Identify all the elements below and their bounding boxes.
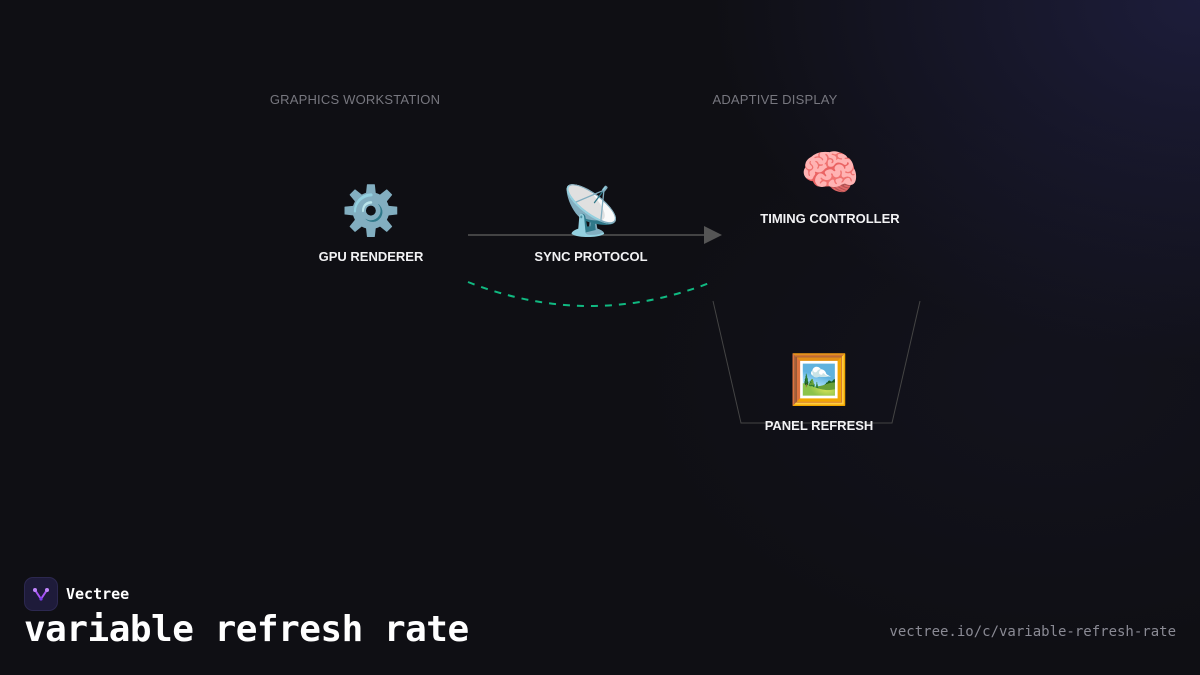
page-title: variable refresh rate: [24, 609, 469, 650]
node-label-panel-refresh: PANEL REFRESH: [764, 418, 874, 433]
brand: Vectree: [24, 577, 129, 611]
satellite-antenna-icon: 📡: [561, 185, 621, 238]
node-label-sync-protocol: SYNC PROTOCOL: [534, 249, 648, 264]
dashed-feedback-curve: [467, 281, 713, 307]
framed-picture-icon: 🖼️: [789, 354, 849, 407]
node-label-timing-controller: TIMING CONTROLLER: [760, 211, 900, 226]
node-label-gpu-renderer: GPU RENDERER: [318, 249, 424, 264]
group-label-graphics-workstation: GRAPHICS WORKSTATION: [269, 92, 441, 107]
display-bracket: [712, 300, 921, 424]
group-label-adaptive-display: ADAPTIVE DISPLAY: [712, 92, 838, 107]
node-panel-refresh: 🖼️ PANEL REFRESH: [719, 352, 919, 433]
node-timing-controller: 🧠 TIMING CONTROLLER: [730, 145, 930, 226]
arrow-head: [704, 226, 722, 244]
brand-name: Vectree: [66, 585, 130, 603]
source-url[interactable]: vectree.io/c/variable-refresh-rate: [889, 624, 1176, 640]
node-gpu-renderer: ⚙️ GPU RENDERER: [271, 183, 471, 264]
brain-icon: 🧠: [800, 147, 860, 200]
gear-icon: ⚙️: [341, 185, 401, 238]
node-sync-protocol: 📡 SYNC PROTOCOL: [491, 183, 691, 264]
vectree-logo-icon: [24, 577, 58, 611]
